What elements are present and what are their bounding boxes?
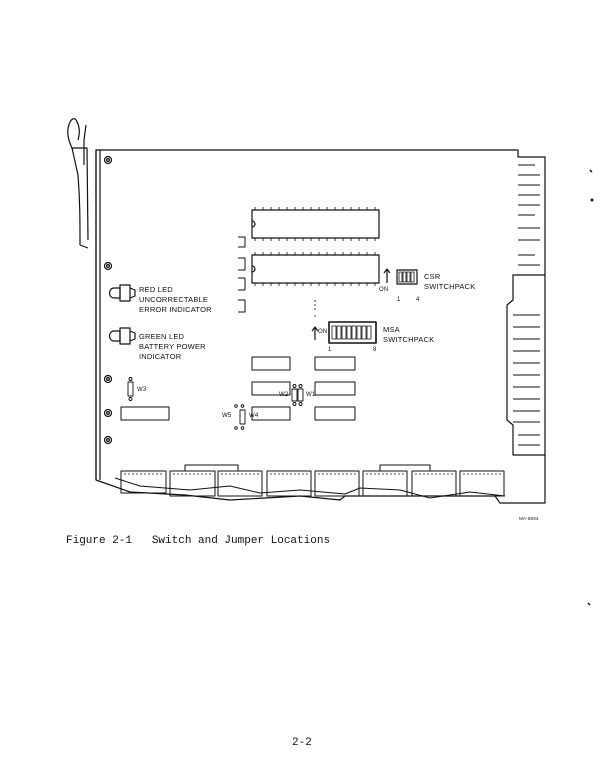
csr-switchpack	[383, 268, 418, 285]
board-outline	[95, 149, 546, 504]
label-w5: W5	[222, 413, 232, 419]
page-number: 2-2	[292, 737, 312, 749]
label-csr-pos-4: 4	[416, 297, 420, 303]
label-indicator: INDICATOR	[139, 352, 182, 361]
label-msa-on: ON	[318, 329, 328, 335]
label-battery-power: BATTERY POWER	[139, 342, 206, 351]
red-led	[108, 284, 136, 302]
edge-fingers	[513, 164, 540, 446]
label-w2: W2	[279, 392, 289, 398]
jumper-w4-w5	[234, 404, 246, 430]
ic-large-1	[251, 207, 380, 241]
jumper-w2	[291, 384, 298, 406]
ic-large-2	[251, 252, 380, 286]
label-w1: W1	[306, 392, 316, 398]
label-csr-switchpack: SWITCHPACK	[424, 282, 476, 291]
label-msa-pos-8: 8	[373, 347, 377, 353]
label-w3: W3	[137, 387, 147, 393]
mounting-holes	[103, 155, 113, 445]
label-msa: MSA	[383, 325, 400, 334]
msa-switchpack	[311, 300, 377, 344]
small-ics	[120, 356, 356, 421]
label-w4: W4	[249, 413, 259, 419]
label-uncorrectable: UNCORRECTABLE	[139, 295, 209, 304]
jumper-w1	[297, 384, 304, 406]
green-led	[108, 327, 136, 345]
figure-caption: Figure 2-1 Switch and Jumper Locations	[66, 535, 331, 547]
bottom-ics	[120, 464, 505, 497]
drawing-id: MA-8684	[519, 516, 539, 521]
label-csr-pos-1: 1	[397, 297, 401, 303]
board-handle	[67, 118, 89, 249]
label-msa-switchpack: SWITCHPACK	[383, 335, 435, 344]
label-red-led: RED LED	[139, 285, 173, 294]
jumper-w3	[127, 377, 134, 401]
bottom-trace	[114, 477, 506, 499]
label-error-indicator: ERROR INDICATOR	[139, 305, 212, 314]
label-msa-pos-1: 1	[328, 347, 332, 353]
label-csr-on: ON	[379, 287, 389, 293]
label-green-led: GREEN LED	[139, 332, 185, 341]
label-csr: CSR	[424, 272, 441, 281]
